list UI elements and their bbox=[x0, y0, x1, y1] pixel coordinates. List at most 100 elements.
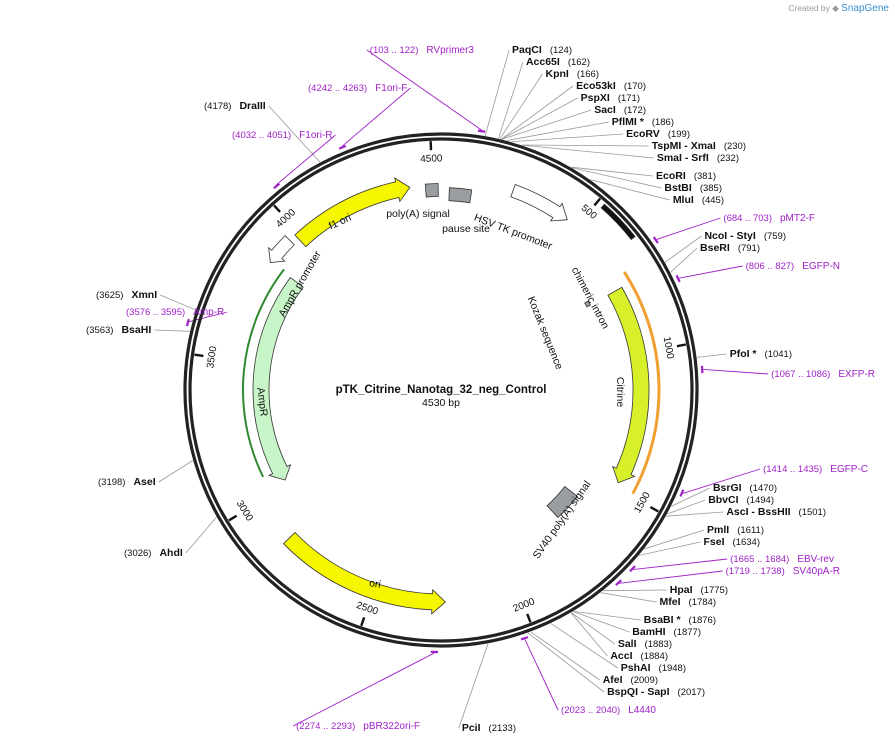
enzyme-site-bbvci: BbvCI(1494) bbox=[708, 494, 774, 506]
enzyme-position: (124) bbox=[550, 45, 572, 56]
enzyme-position: (3198) bbox=[98, 477, 125, 488]
tick-label: 2000 bbox=[512, 596, 537, 614]
feature-ampr bbox=[252, 276, 304, 481]
enzyme-name: StyI bbox=[737, 230, 756, 242]
enzyme-leader-line bbox=[667, 499, 706, 515]
enzyme-position: (170) bbox=[624, 81, 646, 92]
primer-site-l4440: (2023 .. 2040)L4440 bbox=[561, 705, 656, 716]
primer-position: (2274 .. 2293) bbox=[296, 721, 355, 732]
enzyme-leader-line bbox=[696, 353, 727, 358]
enzyme-site-paqci: PaqCI(124) bbox=[512, 44, 572, 56]
primer-site-sv40pa-r: (1719 .. 1738)SV40pA-R bbox=[726, 566, 840, 577]
svg-text:BspQI - SapI(2017): BspQI - SapI(2017) bbox=[607, 686, 705, 698]
label-leader-lines bbox=[154, 49, 769, 729]
enzyme-site-bamhi: BamHI(1877) bbox=[632, 626, 701, 638]
enzyme-site-bsahi: (3563)BsaHI bbox=[86, 324, 151, 336]
svg-text:(3563)BsaHI: (3563)BsaHI bbox=[86, 324, 151, 336]
enzyme-position: (172) bbox=[624, 105, 646, 116]
primer-mark bbox=[615, 579, 622, 586]
enzyme-name: PflMI * bbox=[612, 116, 645, 128]
enzyme-site-bsabi: BsaBI *(1876) bbox=[644, 614, 716, 626]
enzyme-position: (1883) bbox=[645, 639, 672, 650]
svg-text:PflMI *(186): PflMI *(186) bbox=[612, 116, 674, 128]
primer-name: L4440 bbox=[628, 705, 656, 716]
enzyme-leader-line bbox=[530, 631, 600, 681]
enzyme-name: PmlI bbox=[707, 524, 729, 536]
enzyme-position: (1634) bbox=[733, 537, 760, 548]
enzyme-leader-line bbox=[484, 49, 510, 136]
svg-text:TspMI - XmaI(230): TspMI - XmaI(230) bbox=[652, 140, 746, 152]
enzyme-site-pspxi: PspXI(171) bbox=[581, 92, 640, 104]
tick-label: 3500 bbox=[205, 345, 219, 369]
enzyme-leader-line bbox=[160, 294, 196, 311]
enzyme-site-xmni: (3625)XmnI bbox=[96, 289, 157, 301]
enzyme-name: EcoRV bbox=[626, 128, 660, 140]
svg-text:KpnI(166): KpnI(166) bbox=[545, 68, 599, 80]
citrine-orf-track bbox=[623, 271, 661, 495]
enzyme-site-pflmi: PflMI *(186) bbox=[612, 116, 674, 128]
primer-leader-line bbox=[619, 570, 723, 584]
enzyme-position: (230) bbox=[724, 141, 746, 152]
enzyme-leader-line bbox=[670, 247, 698, 273]
enzyme-name: MluI bbox=[673, 194, 694, 206]
feature-citrine bbox=[607, 286, 650, 484]
backbone-outer-ring bbox=[183, 132, 699, 648]
enzyme-site-ahdi: (3026)AhdI bbox=[124, 547, 183, 559]
enzyme-name: MfeI bbox=[660, 596, 681, 608]
snapgene-watermark: Created by ◆ SnapGene bbox=[788, 3, 889, 14]
enzyme-position: (4178) bbox=[204, 101, 231, 112]
primer-position: (4032 .. 4051) bbox=[232, 130, 291, 141]
svg-text:AccI(1884): AccI(1884) bbox=[610, 650, 668, 662]
enzyme-name: SrfI bbox=[691, 152, 709, 164]
primer-leader-line bbox=[682, 468, 761, 494]
enzyme-name: BspQI bbox=[607, 686, 638, 698]
svg-text:MfeI(1784): MfeI(1784) bbox=[660, 596, 716, 608]
enzyme-position: (3563) bbox=[86, 325, 113, 336]
primer-position: (3576 .. 3595) bbox=[126, 307, 185, 318]
enzyme-leader-line bbox=[571, 612, 616, 645]
enzyme-name: PfoI * bbox=[730, 348, 758, 360]
tick-label: 500 bbox=[579, 203, 599, 222]
primer-position: (684 .. 703) bbox=[723, 213, 772, 224]
primer-name: EBV-rev bbox=[797, 554, 834, 565]
primer-mark bbox=[273, 182, 281, 190]
enzyme-leader-line bbox=[550, 623, 618, 669]
enzyme-position: (1501) bbox=[799, 507, 826, 518]
enzyme-leader-line bbox=[527, 632, 605, 693]
enzyme-name: SacI bbox=[594, 104, 616, 116]
svg-text:SalI(1883): SalI(1883) bbox=[618, 638, 672, 650]
enzyme-name: FseI bbox=[704, 536, 725, 548]
enzyme-leader-line bbox=[664, 235, 702, 263]
enzyme-position: (162) bbox=[568, 57, 590, 68]
enzyme-site-pfoi: PfoI *(1041) bbox=[730, 348, 792, 360]
enzyme-name: AscI bbox=[726, 506, 748, 518]
primer-leader-line bbox=[656, 217, 721, 240]
enzyme-position: (791) bbox=[738, 243, 760, 254]
enzyme-site-smai-srfi: SmaI - SrfI(232) bbox=[657, 152, 739, 164]
primer-site-f1ori-r: (4032 .. 4051)F1ori-R bbox=[232, 130, 333, 141]
svg-text:EcoRI(381): EcoRI(381) bbox=[656, 170, 716, 182]
enzyme-leader-line bbox=[644, 529, 705, 550]
svg-text:(4032 .. 4051)F1ori-R: (4032 .. 4051)F1ori-R bbox=[232, 130, 333, 141]
enzyme-position: (1884) bbox=[641, 651, 668, 662]
enzyme-position: (232) bbox=[717, 153, 739, 164]
enzyme-position: (166) bbox=[577, 69, 599, 80]
enzyme-position: (381) bbox=[694, 171, 716, 182]
enzyme-name: PciI bbox=[462, 722, 481, 734]
enzyme-leader-line bbox=[498, 61, 524, 139]
enzyme-site-ecori: EcoRI(381) bbox=[656, 170, 716, 182]
enzyme-site-eco53ki: Eco53kI(170) bbox=[576, 80, 646, 92]
primer-name: pMT2-F bbox=[780, 213, 815, 224]
ampr-orf-track bbox=[242, 268, 285, 478]
enzyme-name: BsrGI bbox=[713, 482, 742, 494]
primer-site-amp-r: (3576 .. 3595)Amp-R bbox=[126, 307, 224, 318]
primer-mark bbox=[700, 365, 704, 374]
primer-mark bbox=[520, 636, 529, 641]
enzyme-position: (385) bbox=[700, 183, 722, 194]
feature-chimeric-intron bbox=[600, 203, 636, 241]
primer-mark bbox=[338, 144, 347, 150]
svg-text:FseI(1634): FseI (1634) bbox=[704, 536, 760, 548]
primer-leader-line bbox=[341, 87, 411, 147]
feature-poly-a-signal bbox=[424, 183, 439, 198]
